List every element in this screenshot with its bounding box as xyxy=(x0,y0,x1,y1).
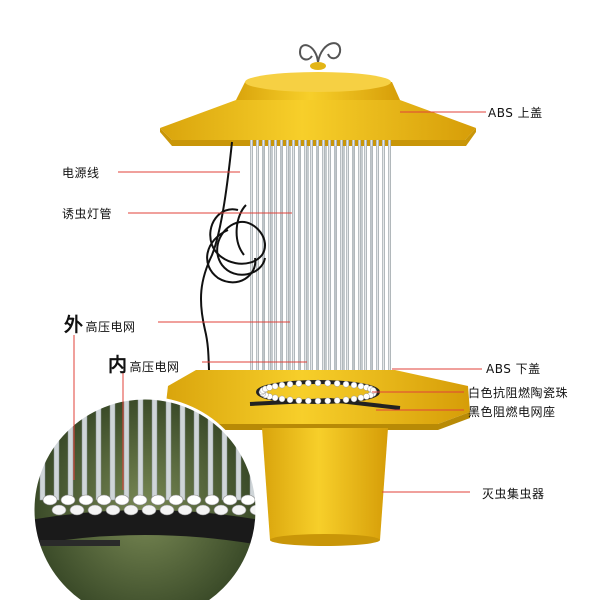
ceramic-bead xyxy=(342,396,350,404)
callout-ceramic-beads: 白色抗阻燃陶瓷珠 xyxy=(468,386,569,400)
grid-tube xyxy=(292,140,295,388)
callout-outer-grid: 外高压电网 xyxy=(64,310,136,337)
ceramic-bead xyxy=(363,393,370,400)
grid-tube xyxy=(310,140,313,388)
inner-grid-tube xyxy=(325,146,327,384)
ceramic-bead xyxy=(324,379,331,387)
top-cover xyxy=(160,62,476,146)
outer-grid-prefix: 外 xyxy=(64,314,84,336)
hanging-hook xyxy=(298,42,342,63)
ceramic-bead xyxy=(350,395,358,403)
ceramic-bead xyxy=(314,379,322,387)
grid-tube xyxy=(358,140,361,388)
inner-grid-tube xyxy=(316,146,318,384)
inner-grid-tube xyxy=(343,146,345,384)
ceramic-bead xyxy=(357,382,365,390)
ceramic-bead xyxy=(295,397,303,404)
grid-tube xyxy=(346,140,349,388)
inner-grid-prefix: 内 xyxy=(108,354,128,376)
ceramic-bead xyxy=(305,397,312,405)
leader-lines xyxy=(73,111,486,493)
inner-grid-tube xyxy=(271,146,273,384)
inner-grid-tube xyxy=(352,146,354,384)
ceramic-bead xyxy=(286,380,294,388)
ceramic-bead xyxy=(271,394,279,402)
inner-grid-tube xyxy=(361,146,363,384)
zoom-inset xyxy=(31,396,259,600)
ceramic-bead xyxy=(295,380,303,387)
ceramic-bead xyxy=(278,395,286,403)
grid-tube xyxy=(340,140,343,388)
grid-tube xyxy=(322,140,325,388)
grid-tube xyxy=(376,140,379,388)
inner-grid-tube xyxy=(307,146,309,384)
callout-power-cord: 电源线 xyxy=(62,166,100,180)
callout-grid-base: 黑色阻燃电网座 xyxy=(468,405,556,419)
inner-grid-tube xyxy=(298,146,300,384)
ceramic-bead xyxy=(266,384,273,391)
inner-grid-tube xyxy=(280,146,282,384)
grid-tube xyxy=(304,140,307,388)
grid-tube xyxy=(388,140,391,388)
inner-grid-tube xyxy=(370,146,372,384)
ceramic-bead xyxy=(333,380,341,387)
callout-collector: 灭虫集虫器 xyxy=(482,487,545,501)
inner-grid-label: 高压电网 xyxy=(129,360,180,374)
grid-tube xyxy=(364,140,367,388)
ceramic-bead xyxy=(350,381,358,389)
ceramic-bead xyxy=(314,397,322,405)
ceramic-bead xyxy=(342,380,350,388)
outer-grid-label: 高压电网 xyxy=(85,320,136,334)
grid-tube xyxy=(328,140,331,388)
ceramic-bead xyxy=(357,394,365,402)
callout-inner-grid: 内高压电网 xyxy=(108,350,180,377)
grid-tube xyxy=(382,140,385,388)
inner-grid-tube xyxy=(289,146,291,384)
ceramic-bead xyxy=(369,387,377,394)
high-voltage-grid xyxy=(250,140,391,388)
grid-tube xyxy=(286,140,289,388)
grid-tube xyxy=(274,140,277,388)
callout-bottom-cover: ABS 下盖 xyxy=(486,362,541,376)
ceramic-bead xyxy=(278,381,286,389)
grid-tube xyxy=(268,140,271,388)
ceramic-bead xyxy=(324,397,331,405)
collector-bucket xyxy=(262,428,388,546)
ceramic-bead xyxy=(271,382,279,390)
ceramic-beads xyxy=(258,379,378,405)
callout-lure-tube: 诱虫灯管 xyxy=(62,207,113,221)
ceramic-bead xyxy=(286,396,294,404)
grid-tube xyxy=(250,140,253,388)
power-cord xyxy=(200,141,266,392)
inner-grid-tube xyxy=(334,146,336,384)
ceramic-bead xyxy=(333,397,341,404)
callout-top-cover: ABS 上盖 xyxy=(488,106,543,120)
ceramic-bead xyxy=(305,379,312,387)
grid-tube xyxy=(256,140,259,388)
